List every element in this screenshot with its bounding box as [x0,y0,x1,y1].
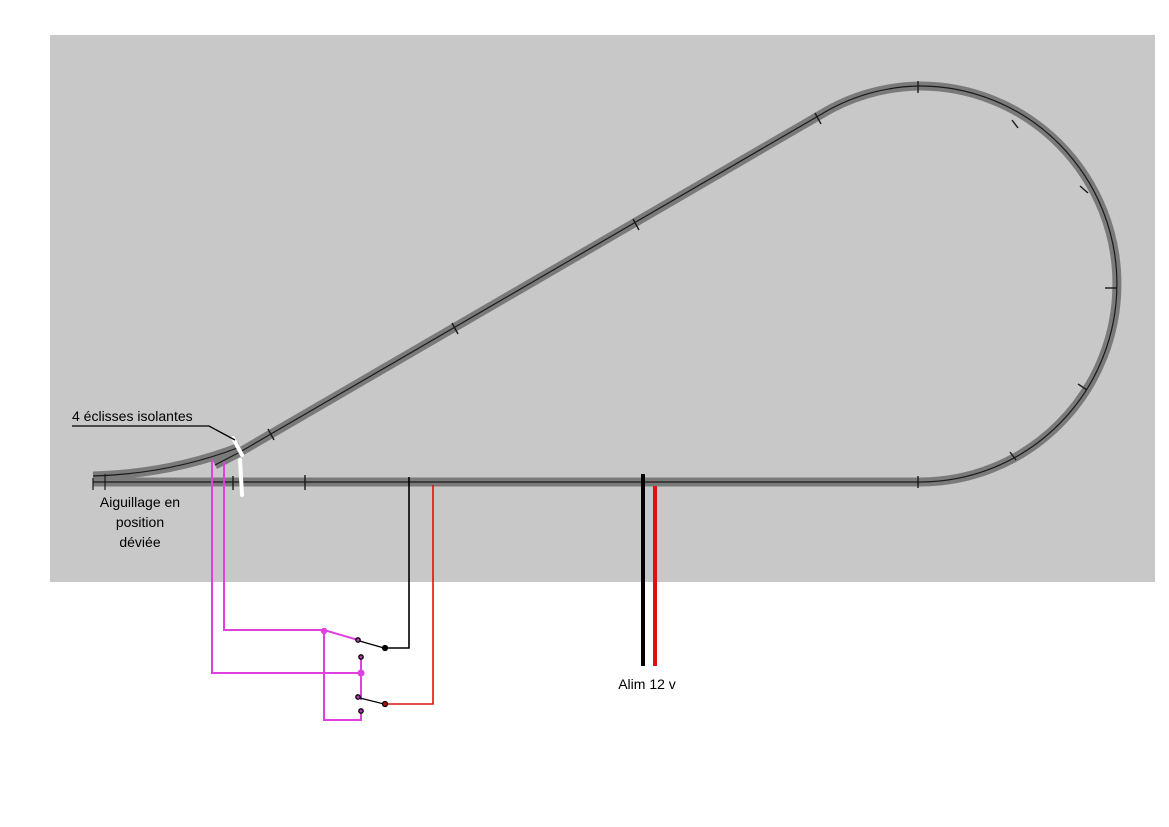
baseboard [50,35,1155,582]
turnout-label-line1: Aiguillage en [100,494,180,510]
dpdt-switch [355,637,389,714]
insulating-joints [231,436,244,497]
turnout-label-line2: position [116,514,164,530]
turnout-label-line3: déviée [119,534,160,550]
magenta-wires [211,460,362,721]
rail-joints [232,81,1117,490]
black-feed-wire [385,477,410,649]
turnout-diverging-rail [92,446,241,477]
rail-edges [92,474,106,490]
reversing-loop-track [92,81,1122,490]
power-supply-label: Alim 12 v [618,676,676,692]
insulators-leader-line [72,425,236,441]
insulators-label: 4 éclisses isolantes [72,408,193,424]
loop-rail-outer [214,85,1118,483]
red-feed-wire [385,485,434,705]
magenta-junctions [320,627,365,677]
